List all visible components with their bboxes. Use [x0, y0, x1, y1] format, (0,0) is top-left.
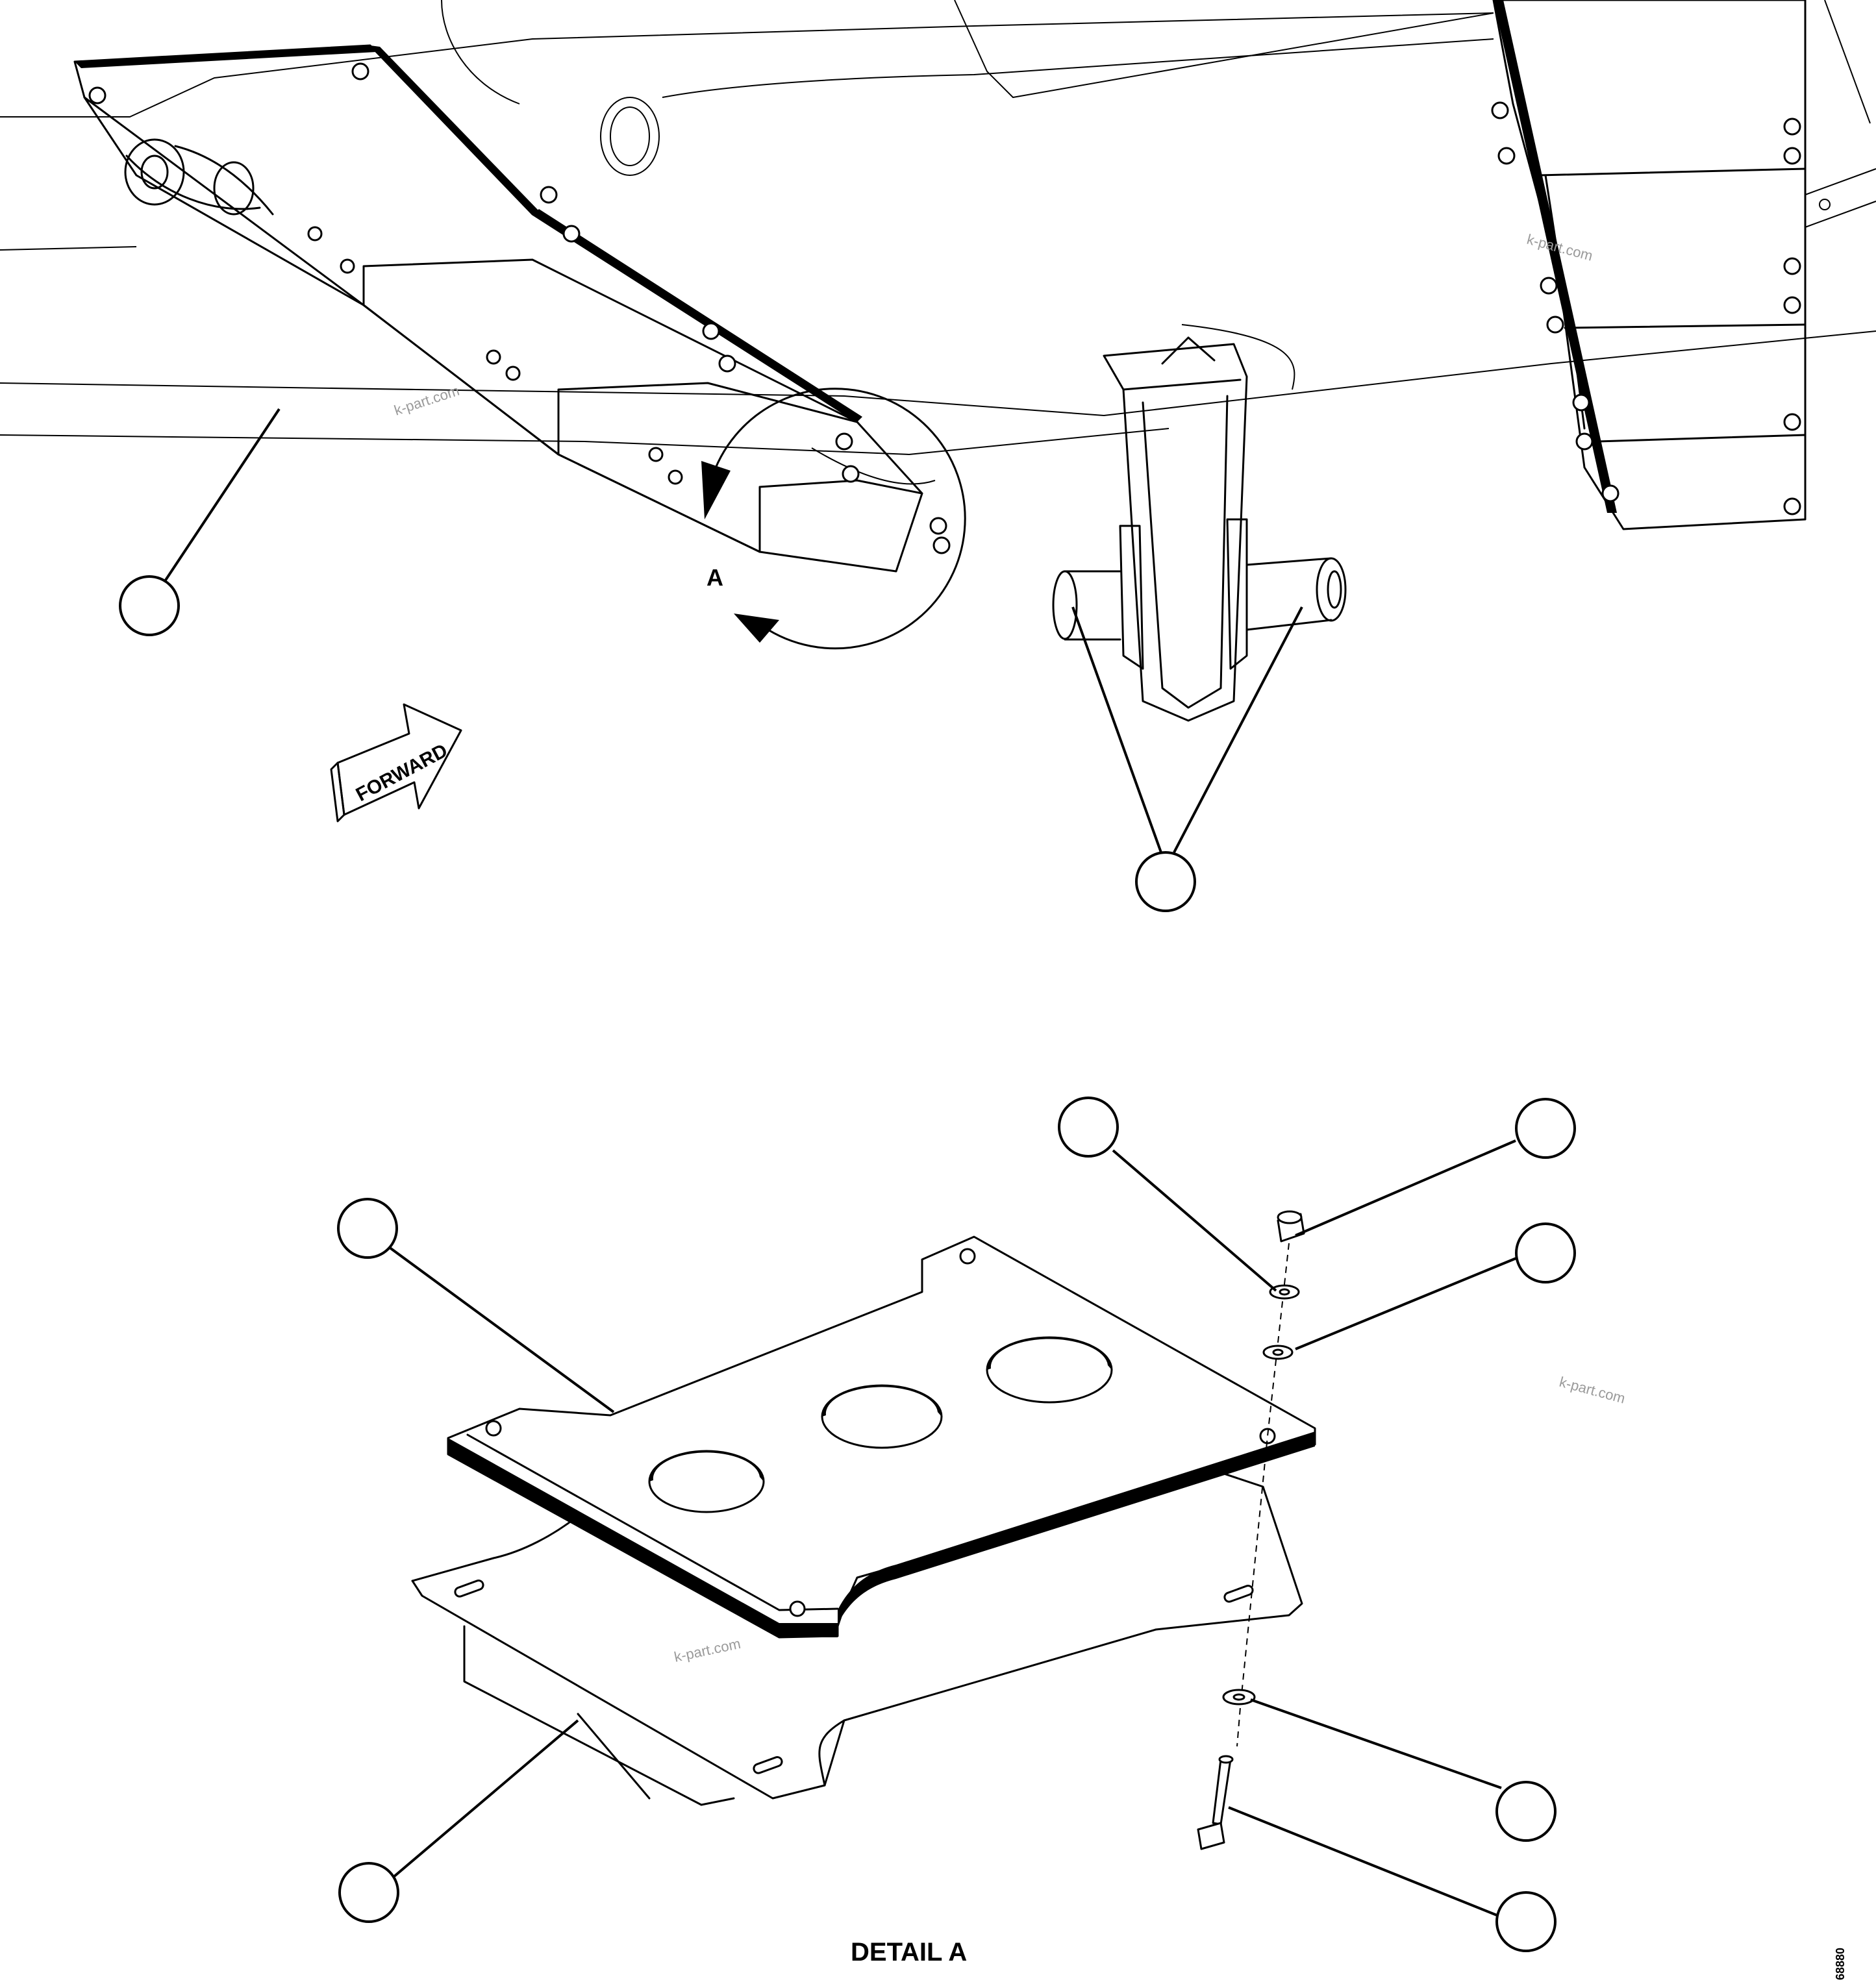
forward-arrow: FORWARD [330, 703, 462, 823]
balloon-nut [1515, 1098, 1576, 1159]
balloon-frame [119, 575, 180, 636]
frame-background-structure [0, 0, 1876, 485]
balloon-washer-upper [1515, 1222, 1576, 1283]
detail-callout-circle: A [701, 388, 966, 650]
detail-title: DETAIL A [851, 1938, 967, 1966]
fastener-stack [1197, 1210, 1305, 1850]
left-frame-rail [73, 44, 951, 573]
watermark: k-part.com [1558, 1374, 1627, 1407]
hitch-bracket [1052, 336, 1347, 722]
balloon-washer-lower [1495, 1781, 1557, 1842]
view-label: A [707, 564, 723, 591]
balloon-lockwasher [1058, 1097, 1119, 1158]
balloon-bolt [1495, 1891, 1557, 1952]
watermark: k-part.com [673, 1635, 742, 1665]
balloon-bracket [338, 1862, 399, 1923]
watermark: k-part.com [392, 382, 462, 419]
balloon-hitch-pin [1135, 851, 1196, 912]
balloon-shim [337, 1198, 398, 1259]
pivot-mount [124, 138, 274, 216]
right-frame-rail [1491, 0, 1807, 530]
figure-number: 68880 [1834, 1948, 1847, 1980]
leader-lines [162, 408, 1517, 1918]
item-balloons [119, 575, 1576, 1952]
shim-stack [447, 1235, 1316, 1639]
